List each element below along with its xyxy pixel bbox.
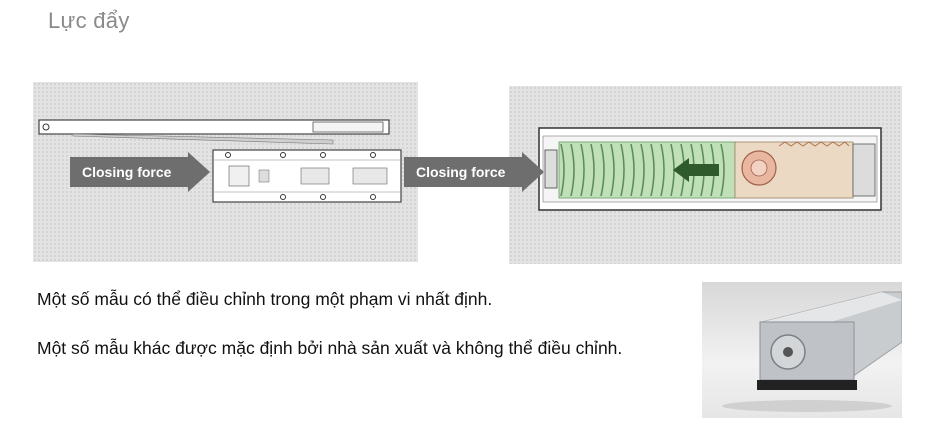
screw-7 [370, 194, 376, 200]
closer-end-photo [702, 282, 902, 418]
small-mark [258, 169, 270, 183]
arm-pivot [42, 123, 50, 131]
closer-base [757, 380, 857, 390]
pinion-hub [750, 159, 768, 177]
screw-1 [225, 152, 231, 158]
adjust-block [352, 167, 388, 185]
arm-link [72, 133, 334, 145]
closing-force-arrow-right: Closing force [404, 152, 544, 192]
closing-force-arrow-left: Closing force [70, 152, 210, 192]
rack-teeth [778, 141, 850, 147]
door-closer-illustration [38, 119, 402, 203]
photo-shadow [722, 400, 892, 412]
arm-slider [312, 121, 384, 133]
adjust-hex [783, 347, 793, 357]
screw-6 [320, 194, 326, 200]
paragraph-adjustable: Một số mẫu có thể điều chỉnh trong một p… [37, 289, 493, 309]
spring-direction-arrow [673, 158, 719, 182]
door-closer-panel [33, 82, 418, 262]
spring-cutaway-panel [509, 86, 902, 264]
end-cap [544, 149, 558, 189]
screw-2 [280, 152, 286, 158]
page-title: Lực đẩy [48, 8, 130, 33]
closing-force-label-right: Closing force [416, 164, 506, 180]
screw-5 [280, 194, 286, 200]
spring-cutaway-illustration [538, 127, 882, 211]
closing-force-label-left: Closing force [82, 164, 172, 180]
piston-end [852, 143, 876, 197]
screw-3 [320, 152, 326, 158]
label-plate [228, 165, 250, 187]
closer-end-photo-art [722, 291, 902, 412]
paragraph-fixed: Một số mẫu khác được mặc định bởi nhà sả… [37, 338, 623, 358]
valve-block [300, 167, 330, 185]
closer-arm [38, 119, 390, 135]
screw-4 [370, 152, 376, 158]
